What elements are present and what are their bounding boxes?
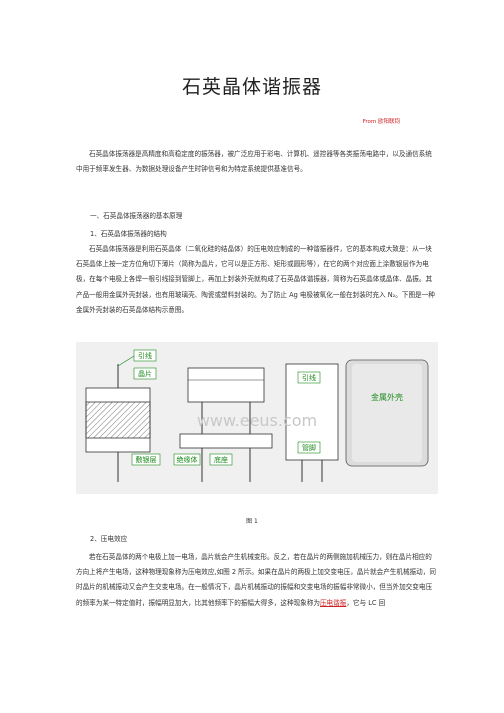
watermark: www.eeus.com	[197, 411, 317, 430]
insulator-label: 绝缘体	[177, 455, 198, 464]
wafer-section	[85, 401, 151, 439]
base-block	[179, 433, 273, 449]
piezo-text-main: 若在石英晶体的两个电极上加一电场，晶片就会产生机械变形。反之，若在晶片的两侧施加…	[76, 553, 436, 607]
base-label: 底座	[214, 455, 228, 464]
silver-layer-label: 敷银层	[136, 455, 157, 464]
base-label-box	[209, 453, 233, 466]
insulator-label-box	[173, 453, 201, 466]
piezo-text-tail: ，它与 LC 回	[346, 598, 386, 607]
pin-label-box	[297, 441, 321, 454]
wafer-label: 晶片	[138, 369, 152, 378]
intro-paragraph: 石英晶体振荡器是高精度和高稳定度的振荡器，被广泛应用于彩电、计算机、遥控器等各类…	[76, 147, 438, 177]
pin-label: 管脚	[302, 443, 316, 452]
section-1-heading: 一、石英晶体振荡器的基本原理	[90, 212, 183, 220]
crystal-structure-figure: 引线 晶片 敷银层 绝缘体 底座 引线 管脚 金属外壳 www.eeus.com	[76, 342, 438, 494]
document-title: 石英晶体谐振器	[181, 76, 322, 98]
piezo-resonance-link[interactable]: 压电谐振	[319, 598, 347, 607]
lead-pointer	[117, 355, 135, 367]
section-1-2-heading: 2、压电效应	[90, 535, 128, 543]
crystal-front-body	[187, 367, 265, 403]
silver-layer-label-box	[131, 453, 161, 466]
wafer-label-box	[133, 367, 157, 380]
lead-right-label: 引线	[302, 373, 316, 382]
author-line: From 欧阳联钧	[362, 119, 400, 125]
metal-shell-highlight	[352, 364, 422, 462]
figure-caption: 图 1	[246, 518, 258, 525]
lead-label-box	[133, 349, 157, 362]
crystal-diagram: 引线 晶片 敷银层 绝缘体 底座 引线 管脚 金属外壳 www.eeus.com	[85, 349, 429, 482]
structure-paragraph: 石英晶体振荡器是利用石英晶体（二氧化硅的结晶体）的压电效应制成的一种谐振器件，它…	[76, 242, 438, 318]
metal-shell-label: 金属外壳	[371, 392, 403, 402]
intro-text: 石英晶体振荡器是高精度和高稳定度的振荡器，被广泛应用于彩电、计算机、遥控器等各类…	[76, 150, 432, 174]
lead-right-label-box	[297, 371, 321, 384]
section-1-1-heading: 1、石英晶体振荡器的结构	[90, 230, 167, 238]
lead-label: 引线	[138, 351, 152, 360]
piezo-paragraph: 若在石英晶体的两个电极上加一电场，晶片就会产生机械变形。反之，若在晶片的两侧施加…	[76, 550, 438, 611]
piezo-text: 若在石英晶体的两个电极上加一电场，晶片就会产生机械变形。反之，若在晶片的两侧施加…	[76, 550, 438, 611]
structure-text: 石英晶体振荡器是利用石英晶体（二氧化硅的结晶体）的压电效应制成的一种谐振器件，它…	[76, 245, 435, 314]
